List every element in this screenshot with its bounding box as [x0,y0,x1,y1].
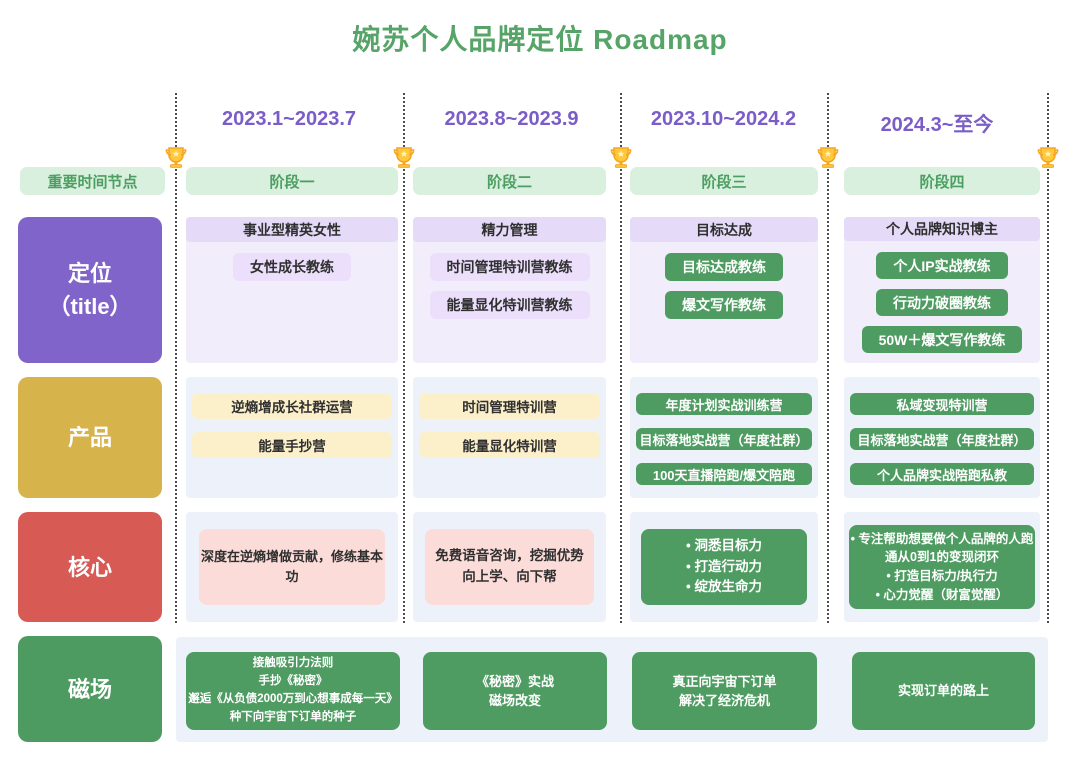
field-line: 种下向宇宙下订单的种子 [229,710,357,723]
field-line: 接触吸引力法则 [252,657,334,670]
trophy-icon [610,147,632,168]
cell-products-phase2: 时间管理特训营 能量显化特训营 [413,377,606,498]
core-line: 打造目标力/执行力 [886,567,997,586]
positioning-chip: 行动力破圈教练 [876,289,1008,317]
cell-positioning-phase3: 目标达成 目标达成教练 爆文写作教练 [630,217,818,363]
period-label-1: 2023.1~2023.7 [221,108,357,130]
period-label-4: 2024.3~至今 [880,114,994,136]
timeline-label-pill: 重要时间节点 [20,167,165,195]
core-line: 深度在逆熵增做贡献，修练基本功 [200,548,383,584]
product-bar: 能量手抄营 [192,432,392,458]
core-line: 心力觉醒（财富觉醒） [876,586,1008,605]
dotted-timeline-divider [620,93,622,623]
trophy-icon [817,147,839,168]
dotted-timeline-divider [1047,93,1049,623]
cell-core-phase1: 深度在逆熵增做贡献，修练基本功 [186,512,398,622]
core-line: 打造行动力 [686,557,762,578]
core-box: 免费语音咨询，挖掘优势 向上学、向下帮 [424,529,595,605]
field-box-phase4: 实现订单的路上 [852,652,1035,730]
product-bar: 逆熵增成长社群运营 [192,393,392,419]
stage-bar-4: 阶段四 [844,167,1040,195]
field-box-phase3: 真正向宇宙下订单 解决了经济危机 [632,652,817,730]
period-label-3: 2023.10~2024.2 [650,108,797,130]
row-label-field: 磁场 [18,636,162,742]
core-line: 洞悉目标力 [686,536,762,557]
cell-products-phase3: 年度计划实战训练营 目标落地实战营（年度社群） 100天直播陪跑/爆文陪跑 [630,377,818,498]
cell-positioning-phase1: 事业型精英女性 女性成长教练 [186,217,398,363]
dotted-timeline-divider [403,93,405,623]
product-bar: 能量显化特训营 [418,432,601,458]
core-line: 向上学、向下帮 [462,569,557,584]
cell-core-phase2: 免费语音咨询，挖掘优势 向上学、向下帮 [413,512,606,622]
page-title: 婉苏个人品牌定位 Roadmap [352,24,728,55]
stage-bar-3: 阶段三 [630,167,818,195]
row-label-core: 核心 [18,512,162,622]
cell-core-phase3: 洞悉目标力 打造行动力 绽放生命力 [630,512,818,622]
positioning-header: 精力管理 [413,217,606,242]
positioning-chip: 能量显化特训营教练 [429,291,590,319]
product-bar: 目标落地实战营（年度社群） [635,428,813,450]
positioning-chip: 时间管理特训营教练 [429,253,590,281]
positioning-header: 目标达成 [630,217,818,242]
cell-products-phase1: 逆熵增成长社群运营 能量手抄营 [186,377,398,498]
product-bar: 年度计划实战训练营 [635,393,813,415]
cell-products-phase4: 私域变现特训营 目标落地实战营（年度社群） 个人品牌实战陪跑私教 [844,377,1040,498]
core-box: 深度在逆熵增做贡献，修练基本功 [198,529,386,605]
row-label-text: 定位 [67,261,112,286]
core-box: 洞悉目标力 打造行动力 绽放生命力 [641,529,807,605]
core-line: 免费语音咨询，挖掘优势 [435,548,584,564]
dotted-timeline-divider [175,93,177,623]
period-label-2: 2023.8~2023.9 [444,108,579,130]
core-line: 绽放生命力 [686,577,762,598]
field-line: 实现订单的路上 [897,683,989,699]
core-line: 专注帮助想要做个人品牌的人跑通从0到1的变现闭环 [849,530,1035,568]
positioning-chip: 目标达成教练 [665,253,783,281]
field-line: 邂逅《从负债2000万到心想事成每一天》 [188,693,398,705]
row-label-products: 产品 [18,377,162,498]
cell-positioning-phase4: 个人品牌知识博主 个人IP实战教练 行动力破圈教练 50W＋爆文写作教练 [844,217,1040,363]
product-bar: 时间管理特训营 [418,393,601,419]
cell-core-phase4: 专注帮助想要做个人品牌的人跑通从0到1的变现闭环 打造目标力/执行力 心力觉醒（… [844,512,1040,622]
trophy-icon [393,147,415,168]
positioning-header: 事业型精英女性 [186,217,398,242]
field-line: 《秘密》实战 [475,673,554,689]
field-line: 磁场改变 [488,693,541,708]
row-label-subtext: （title） [48,294,132,319]
core-box: 专注帮助想要做个人品牌的人跑通从0到1的变现闭环 打造目标力/执行力 心力觉醒（… [848,525,1036,609]
field-box-phase1: 接触吸引力法则 手抄《秘密》 邂逅《从负债2000万到心想事成每一天》 种下向宇… [186,652,400,730]
stage-bar-1: 阶段一 [186,167,398,195]
cell-positioning-phase2: 精力管理 时间管理特训营教练 能量显化特训营教练 [413,217,606,363]
product-bar: 目标落地实战营（年度社群） [849,428,1035,450]
field-line: 手抄《秘密》 [258,675,328,688]
trophy-icon [165,147,187,168]
positioning-chip: 爆文写作教练 [665,291,783,319]
stage-bar-2: 阶段二 [413,167,606,195]
dotted-timeline-divider [827,93,829,623]
trophy-icon [1037,147,1059,168]
positioning-chip: 女性成长教练 [233,253,351,281]
positioning-chip: 50W＋爆文写作教练 [861,326,1023,353]
field-box-phase2: 《秘密》实战 磁场改变 [423,652,607,730]
row-label-positioning: 定位 （title） [18,217,162,363]
product-bar: 100天直播陪跑/爆文陪跑 [635,463,813,485]
positioning-chip: 个人IP实战教练 [876,252,1008,280]
field-line: 真正向宇宙下订单 [672,673,777,689]
product-bar: 个人品牌实战陪跑私教 [849,463,1035,485]
field-line: 解决了经济危机 [678,693,770,708]
product-bar: 私域变现特训营 [849,393,1035,415]
positioning-header: 个人品牌知识博主 [844,217,1040,242]
